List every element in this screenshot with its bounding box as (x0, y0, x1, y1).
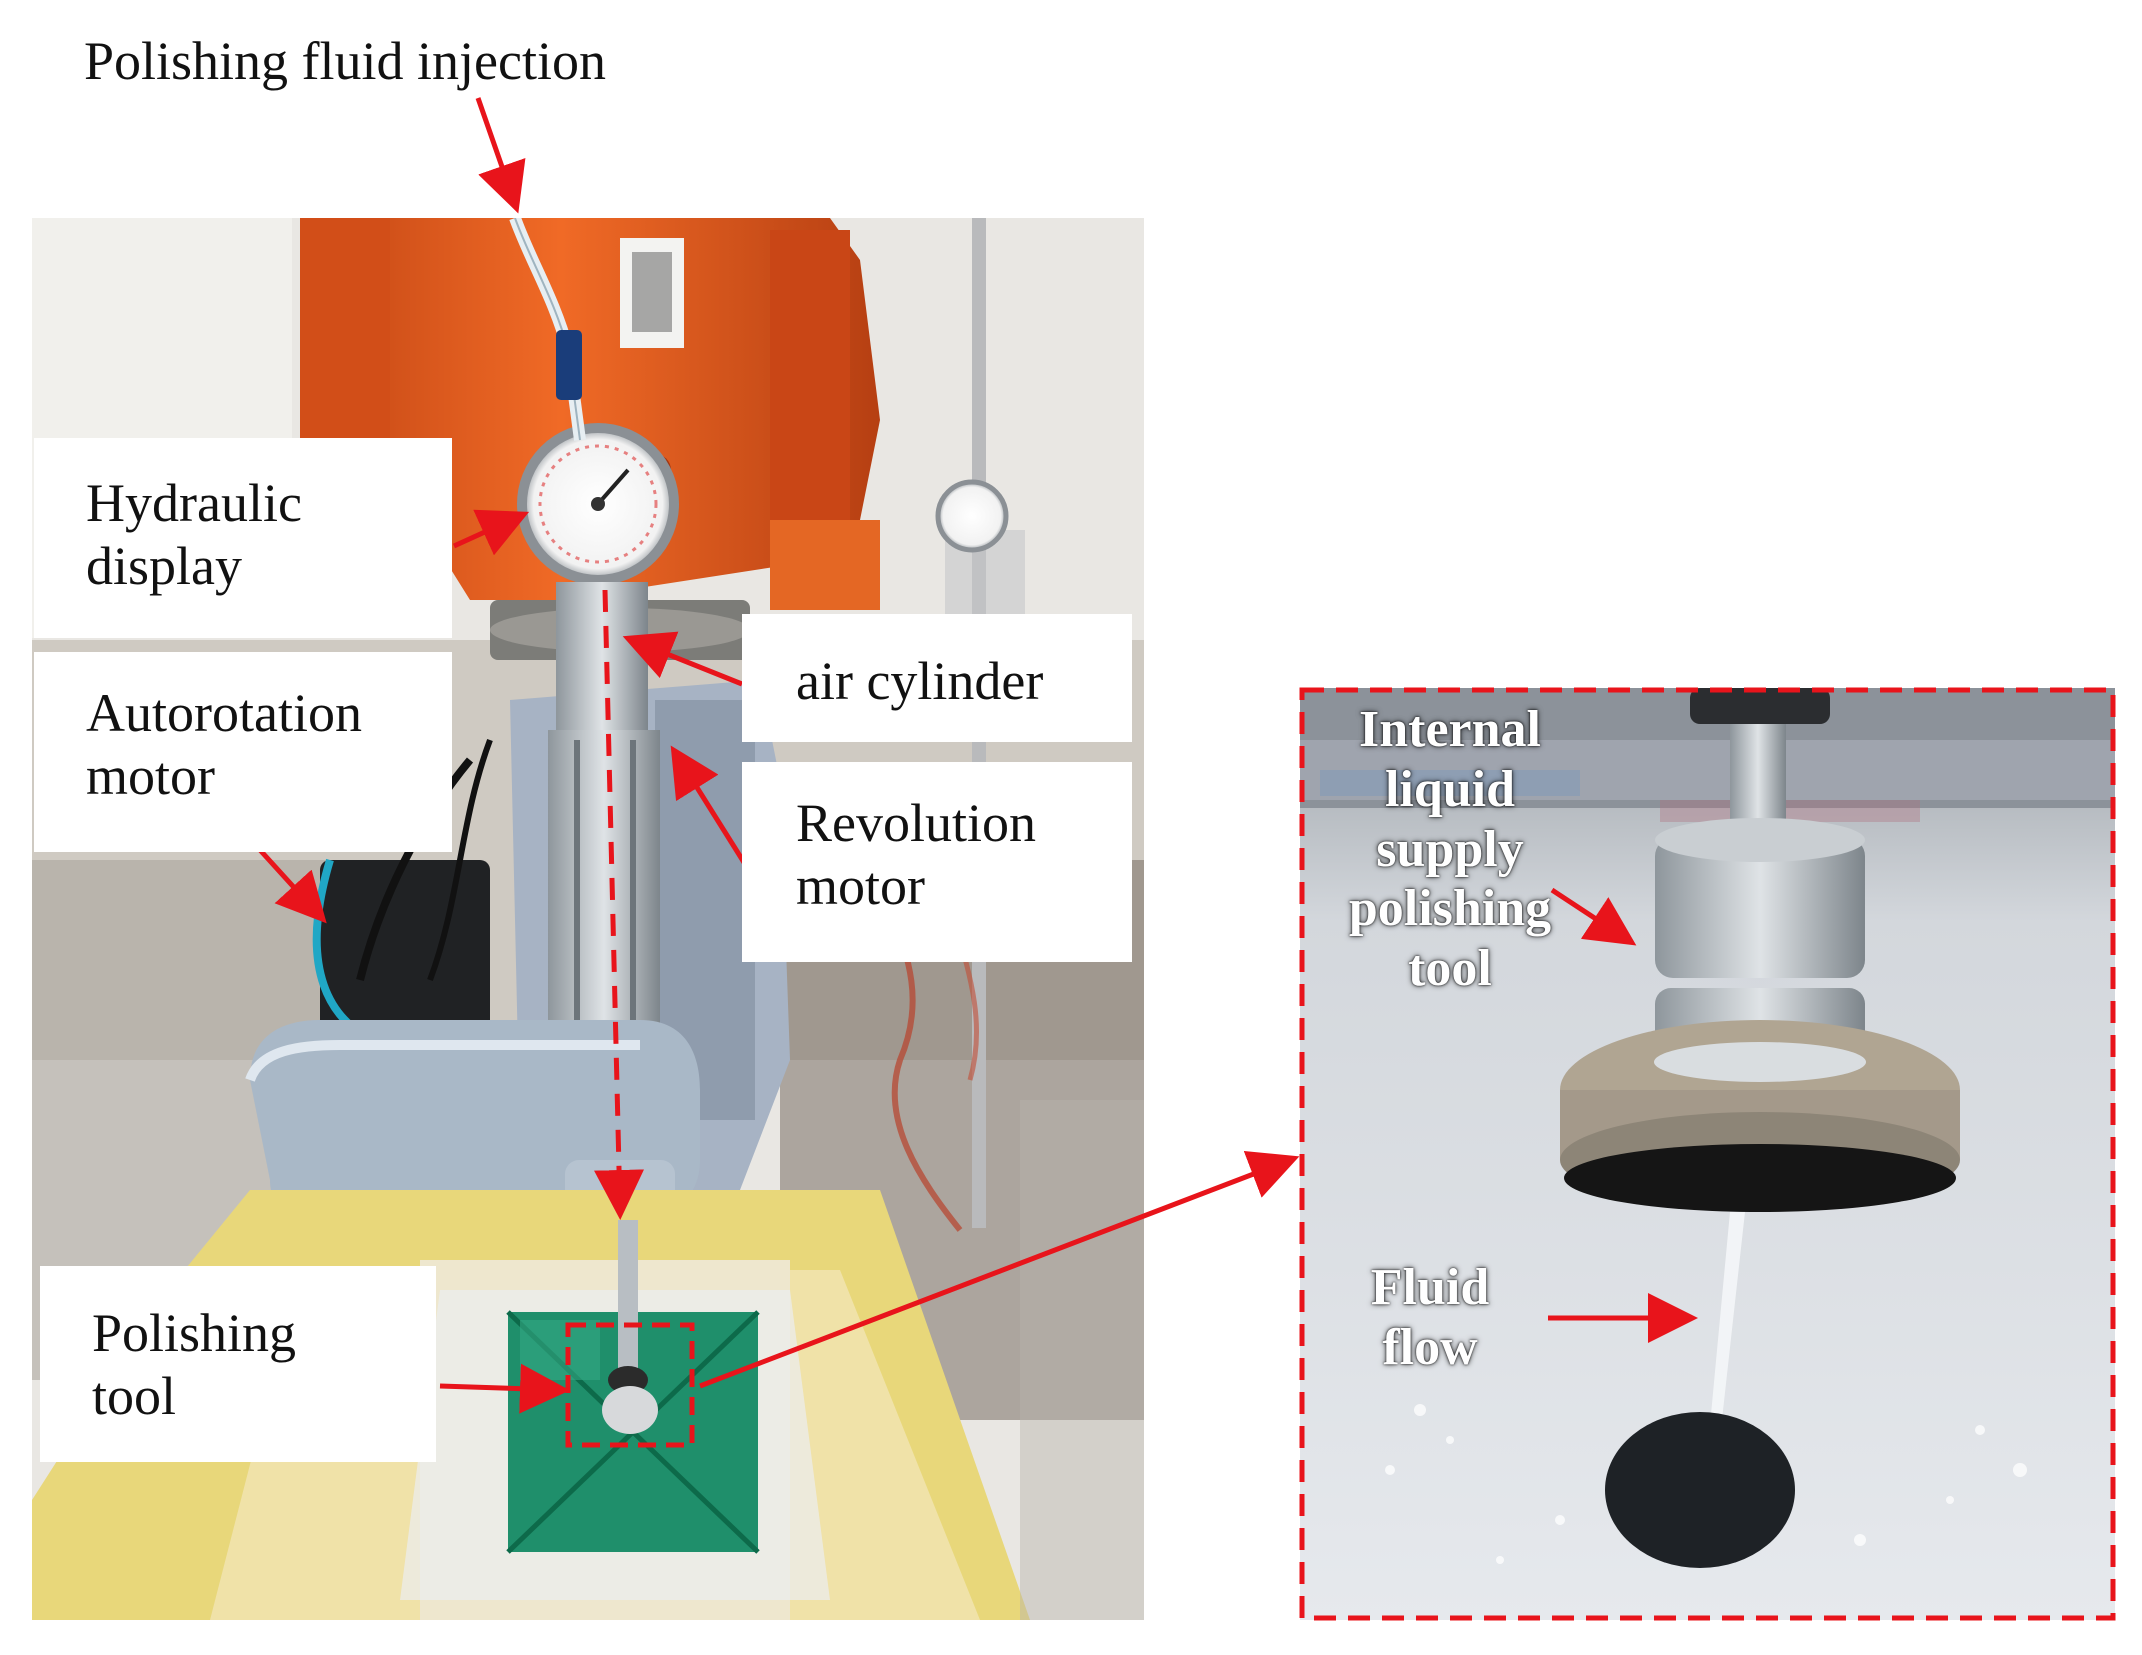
internal-tool-line5: tool (1408, 940, 1492, 998)
axis-dashed-line (594, 589, 645, 1220)
air-cylinder-arrow (622, 631, 743, 687)
revolution-line2: motor (796, 855, 925, 916)
zoom-link-arrow (699, 1150, 1300, 1389)
autorotation-motor-label: Autorotation motor (34, 652, 452, 852)
air-cylinder-text: air cylinder (796, 651, 1044, 711)
pressure-gauge (517, 423, 679, 585)
injection-label: Polishing fluid injection (84, 30, 606, 93)
autorotation-line2: motor (86, 745, 215, 806)
internal-tool-line1: Internal (1359, 701, 1541, 758)
polishing-tool-label: Polishing tool (40, 1266, 436, 1462)
detail-photo (1300, 688, 2115, 1620)
tool-line1: Polishing (92, 1303, 297, 1363)
tool-line2: tool (92, 1365, 177, 1426)
polishing-tool-arrow (439, 1363, 570, 1414)
hydraulic-arrow (452, 509, 530, 556)
detail-frame (1299, 687, 2116, 1621)
revolution-motor-label: Revolution motor (742, 762, 1132, 962)
injection-label-text: Polishing fluid injection (84, 31, 606, 91)
hydraulic-line1: Hydraulic (86, 473, 302, 533)
revolution-line1: Revolution (796, 793, 1036, 853)
fluid-flow-line2: flow (1382, 1318, 1478, 1376)
air-cylinder-label: air cylinder (742, 614, 1132, 742)
internal-tool-line4: polishing (1348, 880, 1552, 938)
internal-tool-line3: supply (1376, 820, 1524, 878)
injection-arrow (475, 97, 526, 214)
tool-detail-arrow (1550, 887, 1637, 946)
hydraulic-line2: display (86, 535, 242, 596)
hydraulic-display-label: Hydraulic display (34, 438, 452, 638)
autorotation-arrow (258, 848, 327, 924)
internal-tool-caption: Internal liquid supply polishing tool (1300, 700, 1600, 999)
fluid-flow-line1: Fluid (1370, 1259, 1490, 1316)
autorotation-line1: Autorotation (86, 683, 362, 743)
revolution-arrow (670, 745, 748, 866)
internal-tool-line2: liquid (1384, 760, 1516, 818)
fluid-flow-caption: Fluid flow (1320, 1258, 1540, 1378)
